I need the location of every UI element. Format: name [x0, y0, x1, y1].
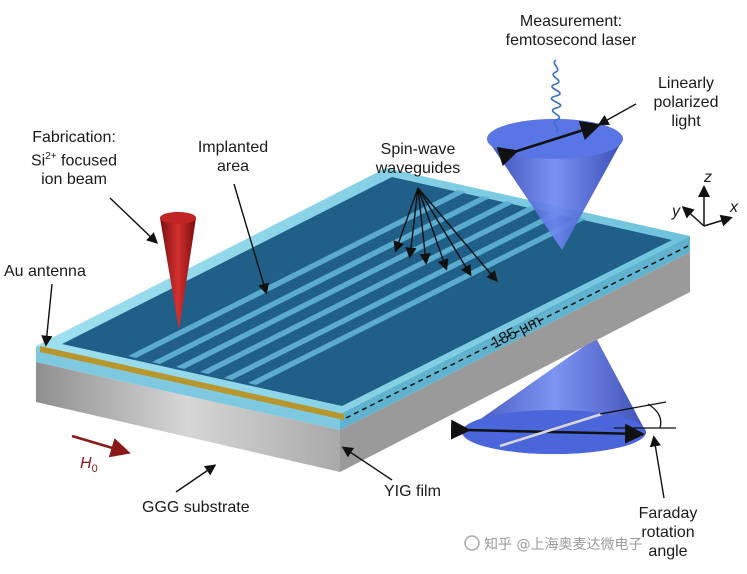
implanted-pointer: [233, 183, 269, 295]
rotated-polarization-arrow: [499, 412, 603, 448]
axis-z-label: z: [704, 169, 712, 186]
fabrication-label: Fabrication: Si2+ focused ion beam: [14, 128, 134, 189]
ion-beam-cone: [160, 212, 196, 330]
linear-light-line2: polarized: [653, 94, 719, 111]
faraday-line3: angle: [648, 543, 688, 560]
field-label: H0: [80, 454, 98, 479]
spinwave-line1: Spin-wave: [380, 141, 456, 158]
waveguide-5: [224, 212, 562, 380]
fabrication-line2: Si2+ focused: [14, 147, 134, 170]
waveguide-6: [248, 217, 586, 385]
au-antenna-pointer: [41, 283, 53, 347]
implanted-label: Implanted area: [178, 138, 288, 176]
linear-light-label: Linearly polarized light: [632, 74, 740, 131]
fabrication-rest: focused: [56, 152, 118, 170]
watermark-logo-icon: [464, 535, 480, 551]
fabrication-line3: ion beam: [41, 171, 107, 189]
axis-y-label: y: [672, 203, 680, 220]
au-antenna: [40, 346, 344, 420]
waveguide-pointer-5: [417, 187, 472, 277]
au-antenna-label: Au antenna: [4, 263, 86, 280]
measurement-label: Measurement: femtosecond laser: [486, 12, 656, 50]
waveguide-pointer-4: [417, 187, 449, 271]
faraday-pointer: [649, 435, 665, 499]
faraday-line2: rotation: [641, 524, 695, 541]
yig-label: YIG film: [384, 483, 441, 500]
waveguide-pointer-2: [405, 187, 419, 259]
measurement-label-line2: femtosecond laser: [505, 32, 637, 49]
waveguide-pointer-6: [417, 187, 498, 283]
linear-light-line3: light: [671, 113, 701, 130]
ggg-substrate-front: [36, 362, 340, 472]
axis-x-line: [703, 214, 733, 227]
waveguide-pointer-1: [393, 187, 419, 253]
waveguide-2: [152, 196, 490, 364]
faraday-label: Faraday rotation angle: [618, 504, 718, 561]
measurement-label-line1: Measurement:: [519, 13, 623, 30]
laser-pulse-icon: [550, 59, 562, 133]
linear-polarization-arrow: [496, 121, 601, 167]
ggg-substrate-side: [340, 252, 690, 472]
ggg-label: GGG substrate: [142, 499, 250, 516]
fabrication-si: Si: [30, 152, 46, 170]
ion-beam-top: [160, 212, 196, 224]
implanted-line2: area: [216, 158, 250, 175]
faraday-line1: Faraday: [638, 505, 698, 522]
waveguide-pointer-3: [417, 187, 431, 265]
spinwave-label: Spin-wave waveguides: [358, 140, 478, 178]
field-arrow: [71, 434, 131, 458]
ggg-pointer: [175, 464, 217, 493]
linear-light-pointer: [597, 103, 637, 126]
waveguide-3: [176, 201, 514, 369]
faraday-ref-line-1: [599, 401, 667, 415]
watermark: 知乎 @上海奥麦达微电子: [484, 537, 643, 553]
fabrication-line1: Fabrication:: [32, 129, 116, 146]
dimension-line: [345, 245, 689, 419]
linear-light-line1: Linearly: [657, 75, 715, 92]
yig-pointer: [341, 446, 393, 481]
implanted-line1: Implanted: [197, 139, 269, 156]
field-h: H: [80, 455, 92, 472]
field-sub: 0: [91, 463, 98, 476]
fabrication-pointer: [109, 197, 159, 244]
spinwave-line2: waveguides: [375, 160, 461, 177]
waveguide-1: [128, 190, 466, 358]
axis-y-line: [681, 205, 705, 227]
axis-x-label: x: [730, 199, 738, 216]
faraday-angle-arc: [647, 403, 662, 429]
fabrication-sup: 2+: [45, 151, 57, 162]
output-polarization-arrow: [450, 419, 645, 444]
